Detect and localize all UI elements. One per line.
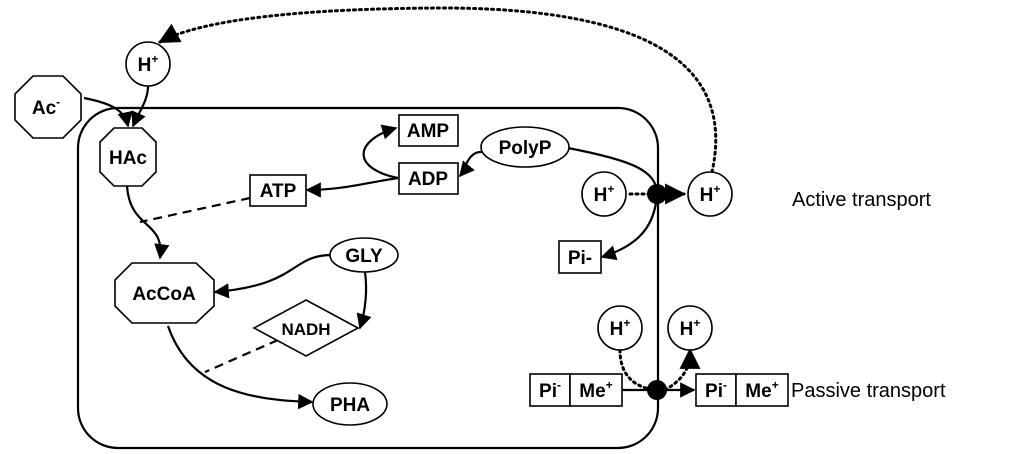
svg-text:AcCoA: AcCoA (132, 284, 196, 305)
svg-text:HAc: HAc (109, 148, 147, 169)
svg-text:H+: H+ (700, 182, 721, 206)
dashed-atp-to-accoa (139, 196, 251, 224)
arrow-accoa-to-pha (166, 325, 314, 410)
svg-text:GLY: GLY (345, 246, 383, 267)
svg-text:Pi-: Pi- (539, 378, 561, 402)
svg-text:PolyP: PolyP (499, 138, 552, 159)
acetate-node: Ac- (14, 75, 82, 139)
svg-text:H+: H+ (610, 316, 631, 340)
gly-node: GLY (329, 237, 399, 273)
adp-node: ADP (398, 162, 459, 195)
arrow-ac-to-hac (83, 96, 133, 128)
h-plus-passive-out-node: H+ (667, 305, 713, 351)
svg-text:Pi-: Pi- (705, 378, 727, 402)
svg-text:AMP: AMP (407, 121, 450, 142)
svg-text:H+: H+ (138, 52, 159, 76)
h-plus-outer-node: H+ (687, 171, 733, 217)
passive-transporter-dot (647, 380, 667, 400)
passive-transport-label: Passive transport (791, 380, 946, 402)
cell-membrane (76, 106, 660, 450)
dashed-nadh-to-pha (204, 338, 279, 374)
pi-passive-outer-node: Pi- (695, 373, 737, 407)
active-transport-label: Active transport (792, 189, 931, 211)
arrow-hac-to-accoa (125, 185, 170, 260)
arrow-adp-to-atp (305, 176, 399, 198)
svg-text:PHA: PHA (330, 395, 370, 416)
dotted-h-return (158, 6, 718, 174)
svg-text:Me+: Me+ (579, 378, 612, 402)
svg-text:ATP: ATP (260, 181, 297, 202)
arrow-gly-to-accoa (213, 253, 333, 299)
nadh-node: NADH (252, 299, 360, 357)
svg-text:Ac-: Ac- (32, 95, 60, 119)
atp-node: ATP (249, 174, 307, 207)
h-plus-inner-node: H+ (581, 171, 627, 217)
me-passive-inner-node: Me+ (569, 373, 623, 407)
active-transporter-dot (647, 184, 667, 204)
amp-node: AMP (398, 114, 459, 147)
accoa-node: AcCoA (114, 262, 215, 324)
h-plus-passive-in-node: H+ (597, 305, 643, 351)
pha-node: PHA (312, 382, 388, 426)
polyp-node: PolyP (480, 126, 570, 168)
arrow-adp-to-amp (362, 124, 399, 180)
h-plus-top-node: H+ (125, 41, 171, 87)
arrow-gly-to-nadh (356, 271, 372, 330)
arrow-h-to-hac (131, 85, 150, 128)
svg-text:Pi-: Pi- (568, 248, 592, 269)
svg-text:H+: H+ (594, 182, 615, 206)
pi-passive-inner-node: Pi- (529, 373, 571, 407)
arrow-polyp-to-adp (459, 150, 484, 178)
svg-text:Me+: Me+ (745, 378, 778, 402)
dotted-passive-to-h (663, 347, 701, 392)
me-passive-outer-node: Me+ (735, 373, 789, 407)
svg-text:NADH: NADH (281, 320, 330, 339)
svg-text:ADP: ADP (408, 169, 448, 190)
pi-inner-node: Pi- (558, 240, 602, 274)
hac-node: HAc (99, 127, 157, 187)
svg-text:H+: H+ (680, 316, 701, 340)
